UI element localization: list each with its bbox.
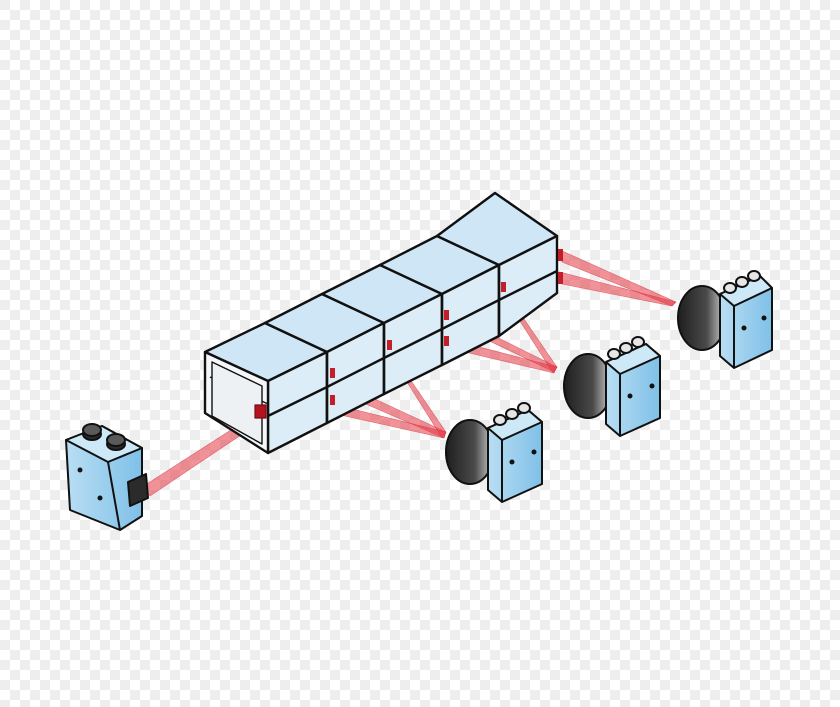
- side-scanner-3-lens: [677, 285, 727, 351]
- side-scanner-1-lens: [445, 419, 495, 485]
- package-tunnel: [203, 191, 563, 455]
- side-scanner-2-connectors: [607, 336, 645, 360]
- side-scanner-1-connectors: [493, 402, 531, 426]
- side-scanner-2: [563, 336, 661, 437]
- tunnel-band-line: [267, 269, 558, 418]
- front-scan-window: [254, 404, 267, 419]
- front-scanner-connectors: [82, 423, 126, 451]
- front-scanner: [65, 423, 149, 531]
- side-scanner-2-lens: [563, 353, 613, 419]
- side-scanner-3-connectors: [723, 270, 761, 294]
- side-scanner-1: [445, 402, 543, 503]
- side-scanner-3: [677, 270, 773, 369]
- tunnel-opening: [211, 361, 263, 445]
